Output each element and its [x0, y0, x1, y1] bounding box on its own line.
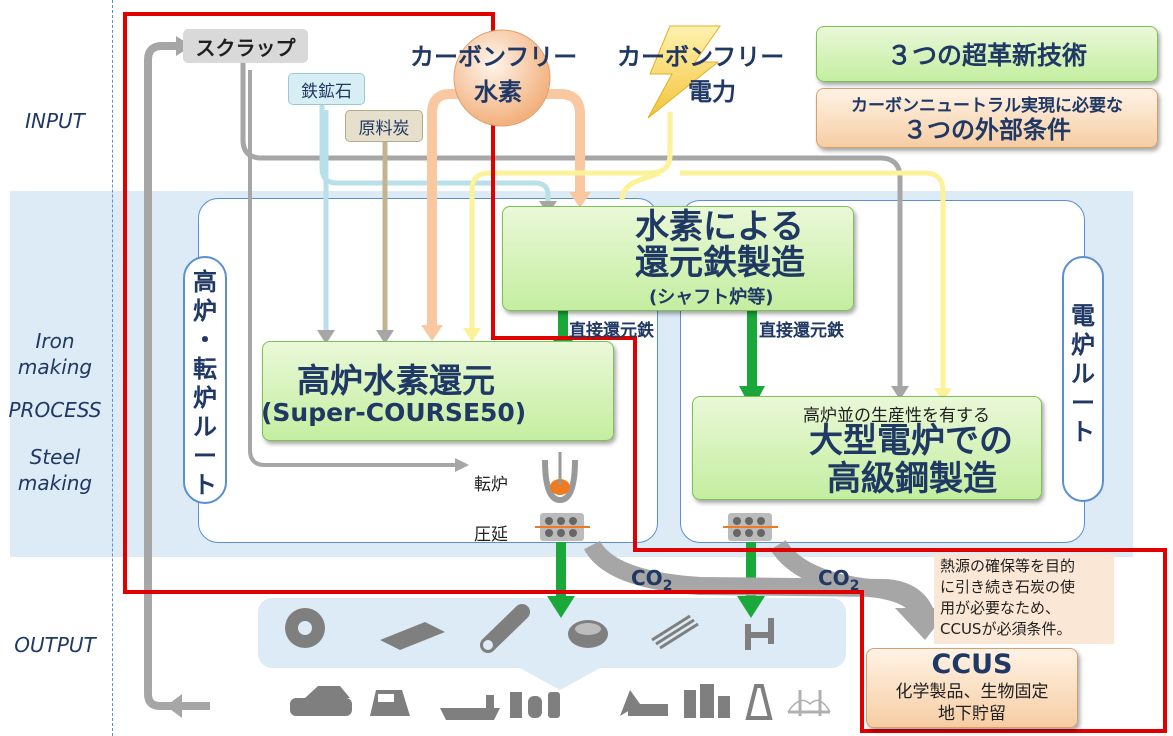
scrap-to-eaf-arrow: [240, 62, 903, 388]
coking-coal-tag: 原料炭: [345, 110, 423, 142]
rolling-label: 圧延: [474, 525, 508, 545]
steel-making-label: Steel making: [17, 445, 93, 495]
iron-ore-tag: 鉄鉱石: [288, 73, 365, 105]
ccus-box: CCUS 化学製品、生物固定 地下貯留: [866, 648, 1078, 728]
hydrogen-dri-title1: 水素による: [635, 207, 804, 247]
ccus-line1: 化学製品、生物固定: [895, 682, 1049, 702]
eaf-route-pill: 電 炉 ル ー ト: [1062, 256, 1104, 502]
plate-icon: [380, 622, 445, 650]
bf-output-arrowhead: [547, 596, 575, 618]
ship-icon: [440, 695, 500, 720]
legend-three-technologies: ３つの超革新技術: [816, 26, 1158, 82]
side-divider: [112, 0, 113, 736]
tower-icon: [745, 684, 773, 720]
converter-label: 転炉: [474, 475, 508, 495]
bridge-icon: [787, 690, 831, 716]
legend-conditions-line1: カーボンニュートラル実現に必要な: [851, 96, 1123, 116]
hydrogen-dri-box: 水素による 還元鉄製造 (シャフト炉等): [502, 206, 854, 311]
bf-hydrogen-box: 高炉水素還元 (Super-COURSE50): [261, 341, 614, 441]
eaf-output-arrowhead: [737, 596, 765, 618]
bf-hydrogen-title: 高炉水素還元: [297, 361, 495, 400]
bf-hydrogen-sub: (Super-COURSE50): [261, 398, 527, 427]
red-boundary-frame: [123, 12, 1167, 733]
train-icon: [370, 690, 410, 716]
cf-power-label-top: カーボンフリー: [617, 43, 785, 71]
power-to-eaf-arrow: [680, 170, 946, 390]
iron-making-label: Iron making: [17, 329, 93, 379]
dri-left-arrow-shaft: [558, 311, 568, 341]
power-to-bf-arrow: [469, 112, 673, 330]
bars-icon: [651, 614, 699, 650]
pipe-icon: [480, 604, 530, 653]
excavator-icon: [620, 690, 668, 716]
co2-right-label: CO2: [818, 566, 859, 594]
output-label: OUTPUT: [14, 633, 96, 657]
eaf-title2: 高級鋼製造: [827, 459, 997, 499]
process-label: PROCESS: [8, 398, 102, 422]
output-down-arrow: [520, 668, 600, 690]
hydrogen-dri-sub: (シャフト炉等): [649, 287, 774, 308]
cf-hydrogen-label-bottom: 水素: [474, 78, 522, 106]
eaf-output-arrow-shaft: [746, 542, 756, 600]
input-label: INPUT: [25, 109, 85, 133]
ccus-note: 熱源の確保等を目的 に引き続き石炭の使 用が必要なため、 CCUSが必須条件。: [934, 554, 1114, 644]
eaf-small-text: 高炉並の生産性を有する: [803, 406, 990, 426]
co2-right-text: CO: [818, 566, 850, 590]
buildings-icon: [684, 684, 730, 718]
scrap-tag: スクラップ: [183, 29, 308, 63]
cans-icon: [510, 692, 560, 718]
large-eaf-box: 高炉並の生産性を有する 大型電炉での 高級鋼製造: [692, 396, 1042, 500]
power-to-shaft-arrow: [619, 170, 661, 201]
dri-right-label: 直接還元鉄: [759, 321, 844, 341]
legend-tech-text: ３つの超革新技術: [886, 41, 1087, 70]
bf-output-arrow-shaft: [556, 542, 566, 600]
eaf-title1: 大型電炉での: [809, 421, 1013, 461]
ccus-note-line3: 用が必要なため、: [940, 599, 1061, 617]
dri-left-label: 直接還元鉄: [569, 321, 654, 341]
bf-route-text: 高 炉 ・ 転 炉 ル ー ト: [193, 268, 217, 499]
ccus-note-line4: CCUSが必須条件。: [940, 620, 1072, 638]
coil-icon: [285, 608, 325, 648]
hydrogen-to-bf-arrow: [427, 89, 470, 328]
converter-icon: [542, 452, 578, 504]
output-left-arrowhead: [166, 694, 182, 718]
co2-right-arrow: [770, 539, 930, 618]
scrap-to-converter-arrow: [248, 70, 455, 467]
co2-left-label: CO2: [631, 566, 672, 594]
ccus-title: CCUS: [931, 649, 1013, 680]
legend-external-conditions: カーボンニュートラル実現に必要な ３つの外部条件: [816, 88, 1158, 148]
car-icon: [290, 686, 352, 716]
ccus-line2: 地下貯留: [938, 704, 1006, 724]
cf-hydrogen-label-top: カーボンフリー: [410, 43, 578, 71]
eaf-route-text: 電 炉 ル ー ト: [1071, 302, 1095, 446]
hydrogen-sphere: [453, 29, 551, 127]
power-bolt: [647, 25, 721, 119]
dri-right-arrow-shaft: [747, 311, 757, 389]
co2-left-sub: 2: [662, 578, 673, 594]
rolling-mill-icon-right: [723, 513, 778, 541]
ccus-note-line2: に引き続き石炭の使: [940, 578, 1076, 596]
scrap-return-arrow: [144, 42, 210, 710]
co2-left-text: CO: [631, 566, 663, 590]
wire-coil-icon: [568, 620, 608, 648]
hydrogen-dri-title2: 還元鉄製造: [635, 243, 805, 283]
legend-conditions-line2: ３つの外部条件: [903, 116, 1071, 144]
co2-right-sub: 2: [849, 578, 860, 594]
hydrogen-to-shaft-arrow: [535, 89, 585, 195]
ccus-note-line1: 熱源の確保等を目的: [940, 557, 1076, 575]
bf-route-pill: 高 炉 ・ 転 炉 ル ー ト: [183, 256, 227, 504]
rolling-mill-icon-left: [535, 513, 590, 541]
h-beam-icon: [745, 618, 774, 650]
cf-power-label-bottom: 電力: [688, 78, 736, 106]
